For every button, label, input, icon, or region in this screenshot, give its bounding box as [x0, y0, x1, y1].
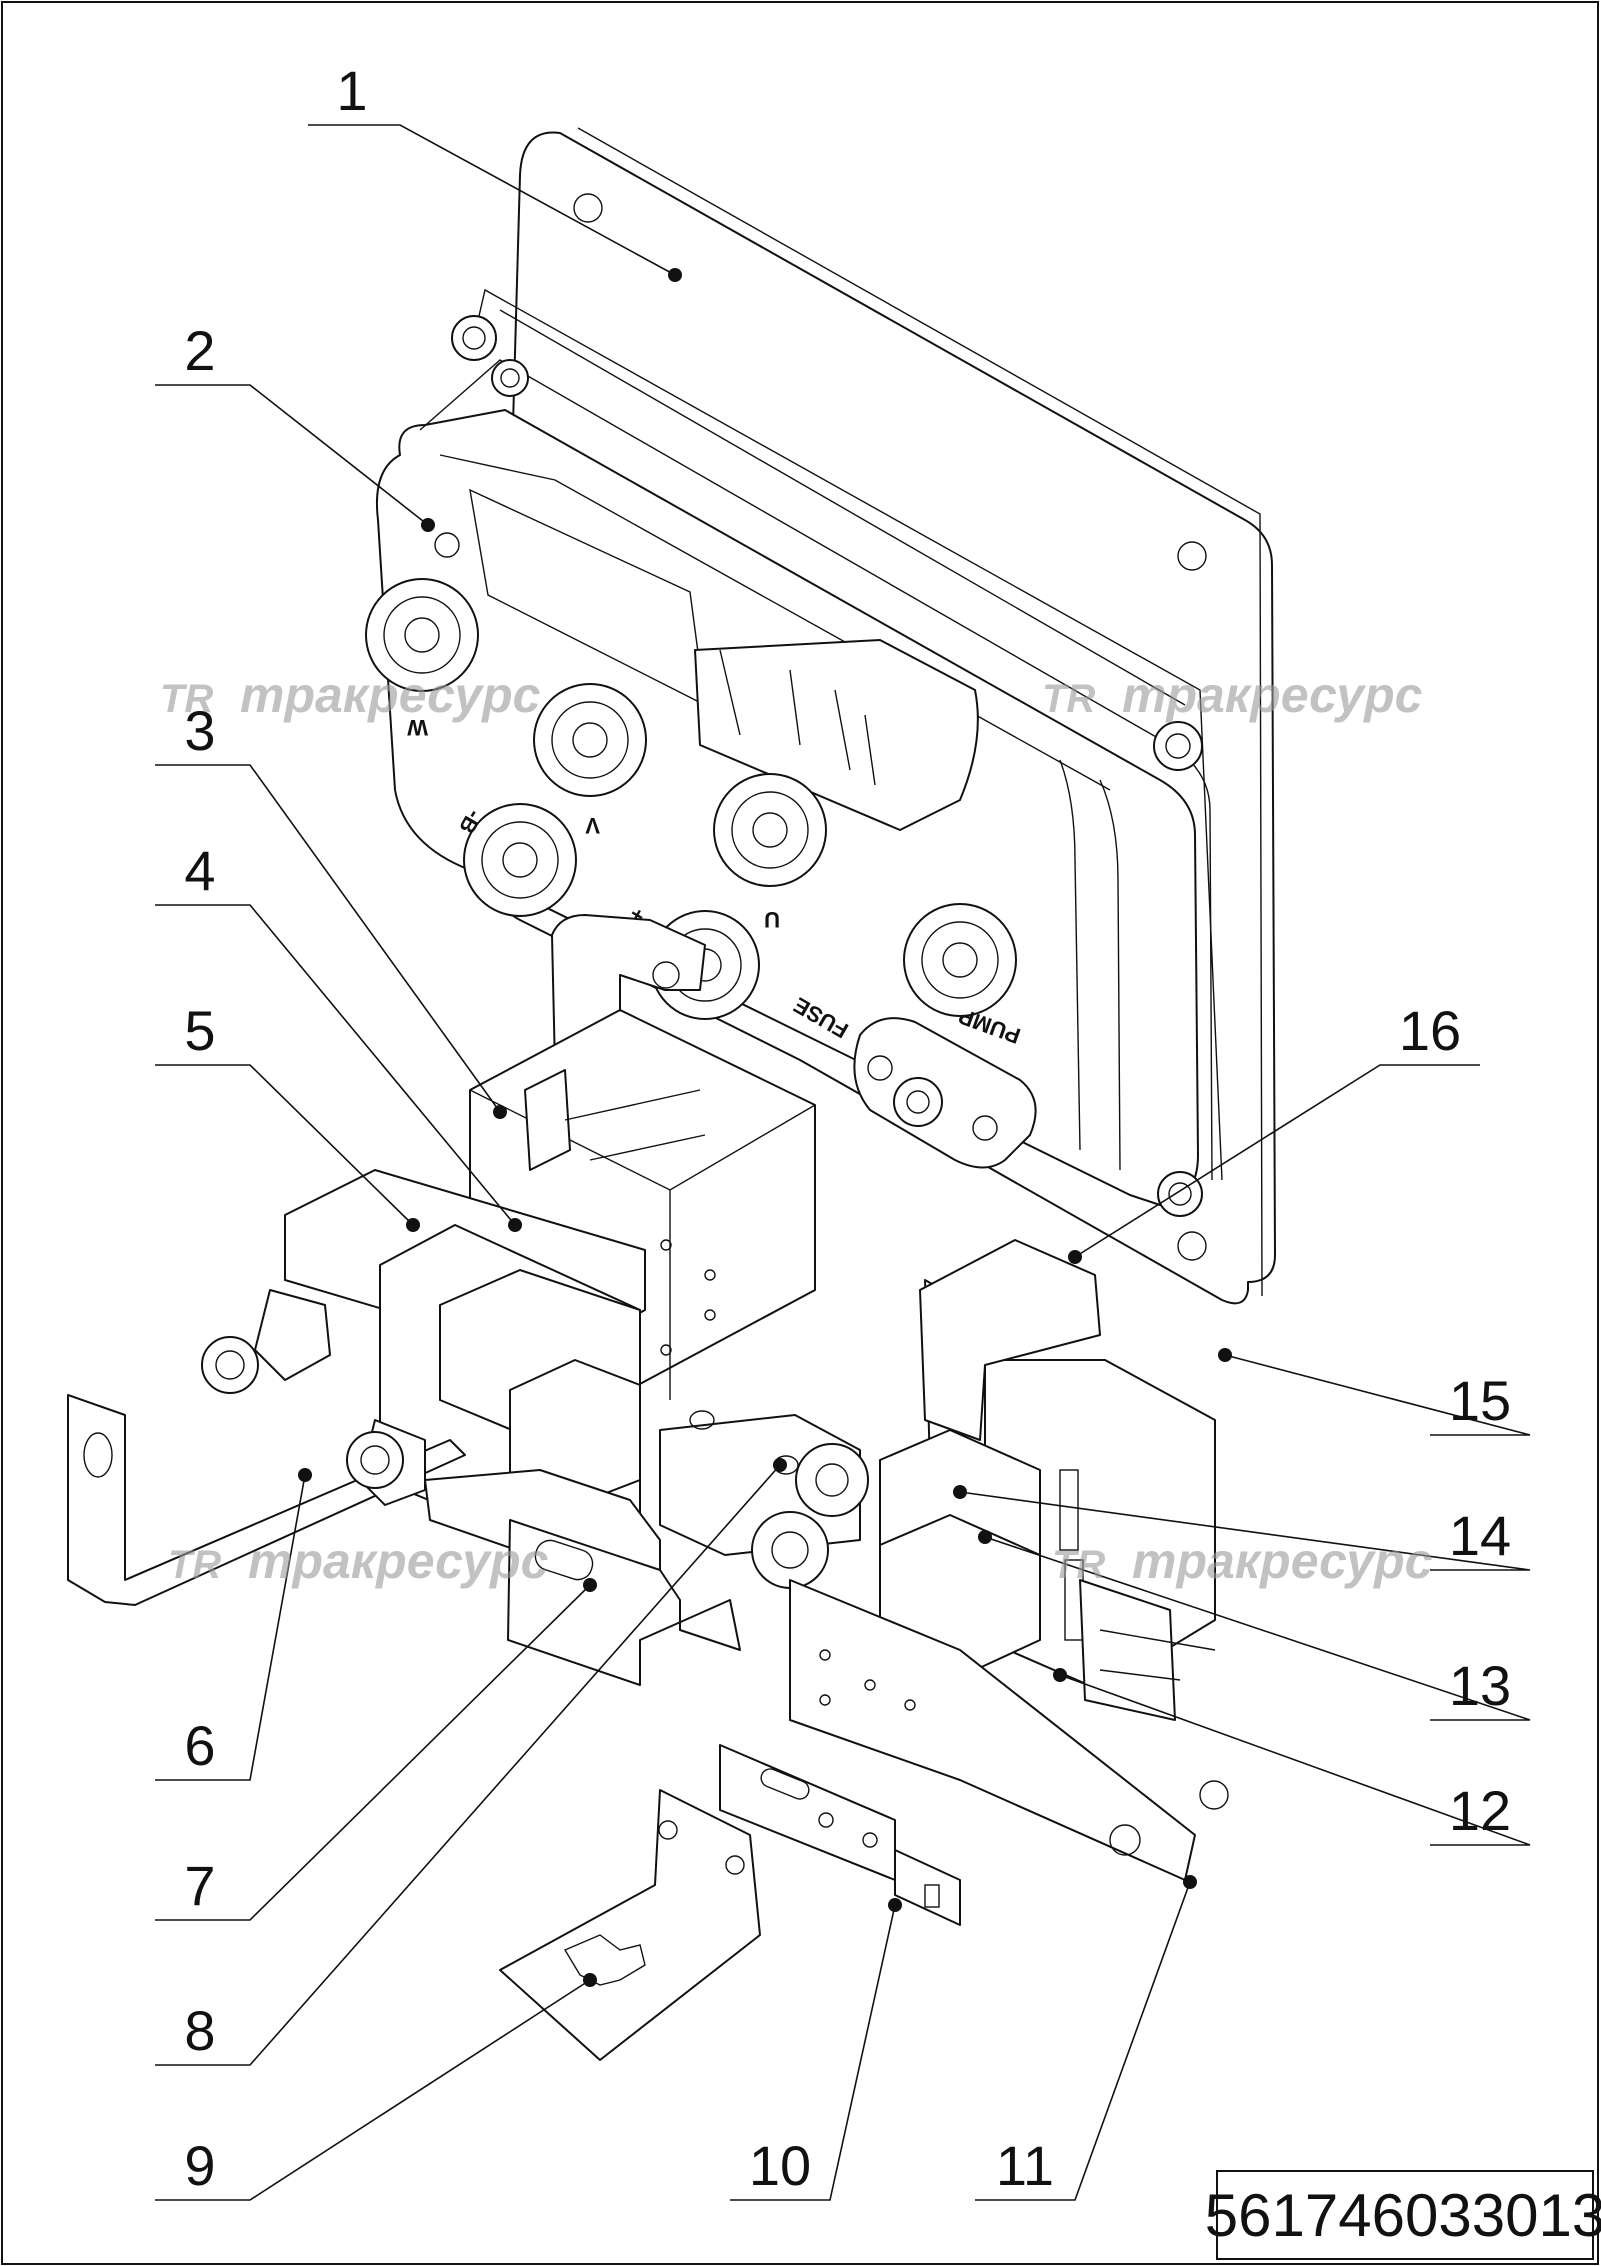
callout-2: 2: [184, 319, 215, 382]
callout-10: 10: [749, 2134, 811, 2197]
svg-text:тракресурс: тракресурс: [1122, 667, 1423, 723]
callout-8: 8: [184, 1999, 215, 2062]
svg-text:тракресурс: тракресурс: [248, 1533, 549, 1589]
strap-tab: [894, 1849, 961, 1926]
callout-13: 13: [1449, 1654, 1511, 1717]
callout-16: 16: [1399, 999, 1461, 1062]
svg-text:TR: TR: [1052, 1543, 1105, 1587]
watermark-top-right: TR тракресурс: [1042, 667, 1423, 723]
terminal-strip-slot: [507, 1519, 741, 1686]
watermark-bottom-right: TR тракресурс: [1052, 1533, 1433, 1589]
callout-1: 1: [336, 59, 367, 122]
terminal-label-v: V: [585, 813, 600, 838]
svg-text:TR: TR: [168, 1543, 221, 1587]
relay-assembly: [751, 1279, 1216, 1721]
callout-9: 9: [184, 2134, 215, 2197]
part-number: 561746033013: [1204, 2181, 1601, 2249]
svg-text:тракресурс: тракресурс: [1132, 1533, 1433, 1589]
watermark-top-left: TR тракресурс: [160, 667, 541, 723]
cable-lug-bracket: [67, 1394, 466, 1606]
motor-controller-housing: W V -B +B U PUMP FUSE: [365, 288, 1223, 1217]
angle-bracket: [499, 1789, 761, 2061]
part-number-box: 561746033013: [1205, 2170, 1601, 2260]
terminal-label-w: W: [407, 715, 428, 740]
bent-bracket: [919, 1239, 1101, 1441]
callout-15: 15: [1449, 1369, 1511, 1432]
leader-dots: [298, 268, 1232, 1987]
callout-12: 12: [1449, 1779, 1511, 1842]
leader-lines: [155, 124, 1531, 2201]
callout-7: 7: [184, 1854, 215, 1917]
callout-14: 14: [1449, 1504, 1511, 1567]
contactor-bolts: [201, 1289, 426, 1506]
callout-4: 4: [184, 839, 215, 902]
callout-3: 3: [184, 699, 215, 762]
callout-11: 11: [996, 2134, 1054, 2197]
watermark-bottom-left: TR тракресурс: [168, 1533, 549, 1589]
svg-text:TR: TR: [160, 677, 213, 721]
terminal-label-u: U: [764, 907, 780, 932]
callout-6: 6: [184, 1714, 215, 1777]
svg-text:тракресурс: тракресурс: [240, 667, 541, 723]
callout-5: 5: [184, 999, 215, 1062]
svg-text:TR: TR: [1042, 677, 1095, 721]
